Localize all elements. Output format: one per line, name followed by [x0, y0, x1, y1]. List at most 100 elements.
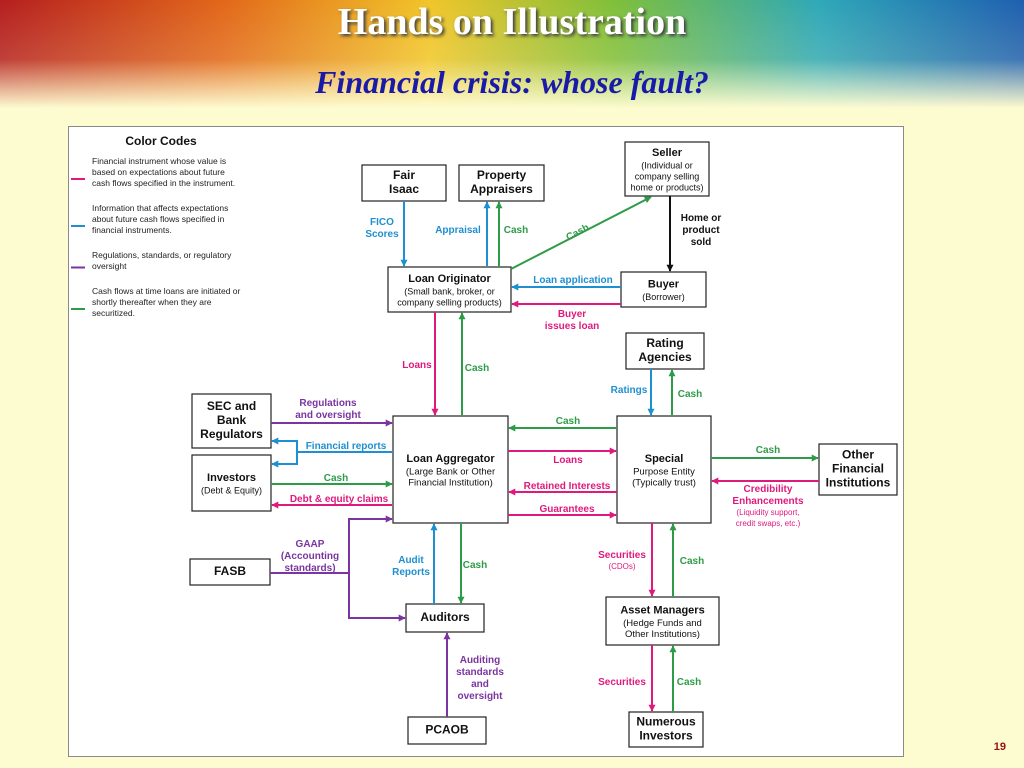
label-cdos: (CDOs) [608, 562, 635, 571]
label-cash-up-originator: Cash [465, 363, 489, 374]
box-text: PCAOB [425, 723, 469, 737]
label-cash-rating: Cash [678, 389, 702, 400]
label-retained-interests: Retained Interests [524, 481, 611, 492]
arrow-gaap-to-auditors [270, 572, 406, 622]
box-text: company selling products) [397, 298, 502, 308]
box-text: Isaac [389, 182, 419, 196]
label-cash-agg-auditors: Cash [463, 560, 487, 571]
box-loan-aggregator: Loan Aggregator (Large Bank or OtherFinan… [392, 415, 509, 524]
box-text: FASB [214, 564, 246, 578]
box-text: SEC and [207, 399, 256, 413]
label-securities-investors: Securities [598, 677, 646, 688]
box-text: (Borrower) [642, 292, 685, 302]
legend-title: Color Codes [125, 134, 197, 148]
box-text: Bank [217, 413, 247, 427]
label-cash-appraisers: Cash [504, 225, 528, 236]
arrow-gaap-to-agg [348, 515, 393, 573]
box-text: Investors [639, 729, 693, 743]
title-banner [0, 0, 1024, 108]
box-text: company selling [635, 172, 700, 182]
box-text: Numerous [636, 715, 696, 729]
page-number: 19 [993, 741, 1006, 753]
label-securities-cdos: Securities [598, 550, 646, 561]
box-text: (Typically trust) [632, 478, 696, 489]
label-cash-investors: Cash [324, 473, 348, 484]
box-text: Property [477, 168, 527, 182]
box-text: Regulators [200, 427, 263, 441]
label-cash-seller: Cash [564, 222, 591, 243]
box-text: (Hedge Funds and [623, 618, 702, 629]
box-text: Buyer [648, 279, 680, 291]
label-guarantees: Guarantees [539, 504, 594, 515]
box-text: (Large Bank or Other [406, 467, 495, 478]
label-debt-equity-claims: Debt & equity claims [290, 494, 389, 505]
legend-text: Cash flows at time loans are initiated o… [92, 286, 241, 318]
box-fasb: FASB [189, 558, 271, 586]
arrow-cash-to-seller [510, 196, 652, 270]
box-text: Asset Managers [620, 605, 704, 617]
box-buyer: Buyer(Borrower) [620, 271, 707, 308]
box-text: Loan Originator [408, 273, 491, 285]
slide-title: Hands on Illustration [337, 1, 687, 43]
legend-item: Cash flows at time loans are initiated o… [71, 286, 241, 318]
arrow-financial-reports-sec [271, 451, 392, 468]
box-text: Seller [652, 147, 683, 159]
label-cash-spe-to-agg: Cash [556, 416, 580, 427]
box-text: Rating [646, 336, 683, 350]
label-loans-down: Loans [402, 360, 432, 371]
box-text: (Small bank, broker, or [404, 287, 495, 297]
box-text: home or products) [630, 183, 703, 193]
box-text: Appraisers [470, 182, 533, 196]
label-loan-application: Loan application [533, 275, 612, 286]
box-text: Special [645, 453, 684, 465]
label-financial-reports: Financial reports [306, 441, 387, 452]
label-cash-am-spe: Cash [680, 556, 704, 567]
label-cash-investors-am: Cash [677, 677, 701, 688]
box-text: Financial Institution) [408, 478, 492, 489]
label-credibility-note: (Liquidity support,credit swaps, etc.) [736, 508, 801, 528]
box-investors: Investors(Debt & Equity) [191, 454, 272, 512]
slide-subtitle: Financial crisis: whose fault? [315, 64, 709, 100]
box-text: Fair [393, 168, 415, 182]
box-text: Auditors [420, 610, 470, 624]
box-text: Financial [832, 462, 884, 476]
box-auditors: Auditors [405, 603, 485, 633]
box-pcaob: PCAOB [407, 716, 487, 745]
box-text: Investors [207, 472, 256, 484]
label-ratings: Ratings [611, 385, 648, 396]
box-text: Loan Aggregator [406, 453, 495, 465]
box-text: Institutions [826, 476, 891, 490]
box-text: Other [842, 448, 874, 462]
label-loans-to-spe: Loans [553, 455, 583, 466]
box-text: Other Institutions) [625, 629, 700, 640]
label-appraisal: Appraisal [435, 225, 481, 236]
box-text: Purpose Entity [633, 467, 695, 478]
box-loan-originator: Loan Originator (Small bank, broker, orco… [387, 266, 512, 313]
box-text: Agencies [638, 350, 692, 364]
